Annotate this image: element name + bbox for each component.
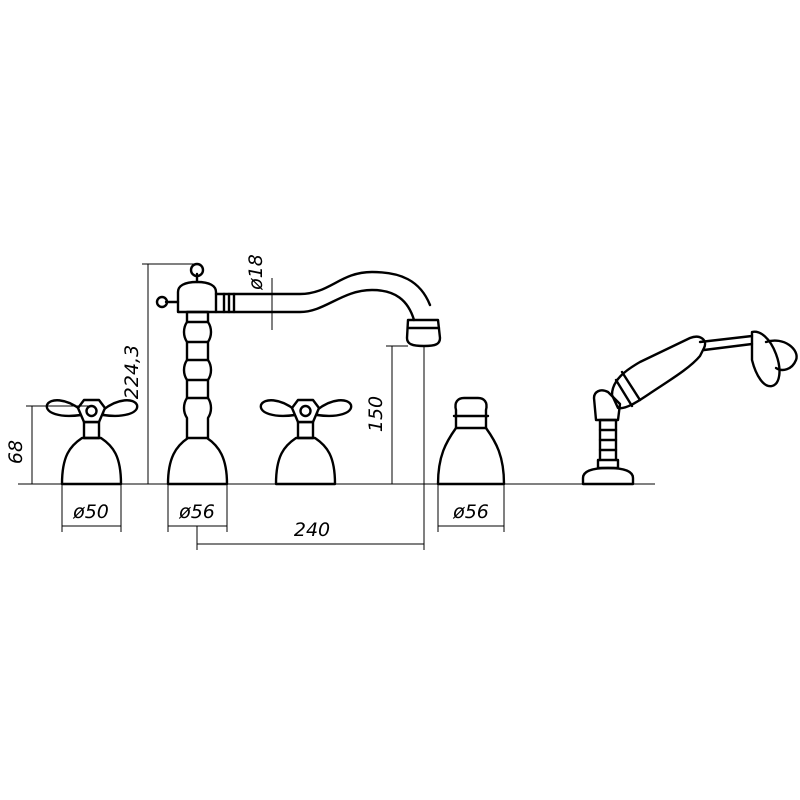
dim-label-pipe-diameter: ø18	[245, 254, 267, 291]
dim-label-handle-height: 68	[5, 440, 27, 464]
dim-label-centre-spacing: 240	[294, 519, 330, 541]
dimension-diverter-base: ø56	[437, 484, 505, 532]
left-cross-handle-valve	[45, 398, 139, 486]
dimension-left-valve-base: ø50	[61, 484, 122, 532]
dim-label-spout-total-height: 224,3	[121, 345, 143, 399]
dimension-handle-height: 68	[5, 405, 90, 485]
dimension-spout-total-height: 224,3	[121, 263, 197, 484]
middle-cross-handle-valve	[259, 398, 353, 486]
dimension-centre-spacing: 240	[196, 346, 425, 550]
dimension-spout-base: ø56	[167, 484, 228, 532]
dim-label-spout-base: ø56	[178, 501, 215, 523]
hand-shower	[581, 330, 798, 486]
dimension-outlet-height: 150	[365, 345, 408, 484]
dim-label-left-valve-base: ø50	[72, 501, 109, 523]
dim-label-outlet-height: 150	[365, 396, 387, 432]
spout-column	[155, 262, 442, 486]
dimension-pipe-diameter: ø18	[245, 254, 278, 330]
diverter-valve	[436, 396, 506, 486]
dim-label-diverter-base: ø56	[452, 501, 489, 523]
